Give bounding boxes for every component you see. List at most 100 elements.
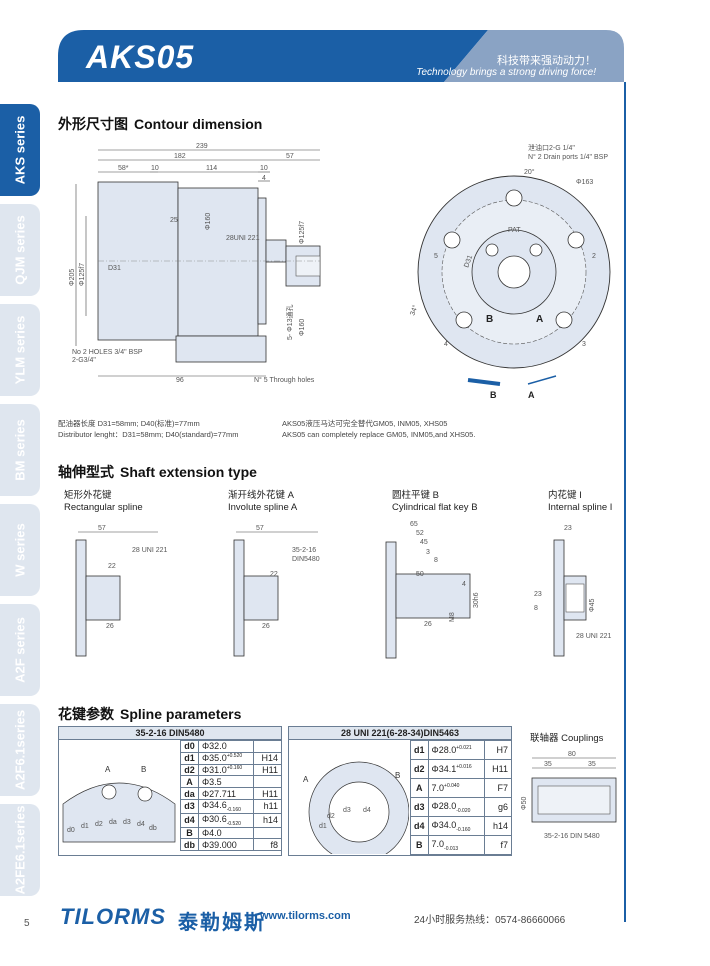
page-number: 5 [24, 918, 30, 929]
shaft-drawing-key: 65 52 45 3 8 50 4 30h6 M8 26 [385, 521, 480, 659]
svg-text:No 2 HOLES 3/4" BSP: No 2 HOLES 3/4" BSP [72, 349, 143, 356]
svg-text:182: 182 [174, 153, 186, 160]
svg-text:d2: d2 [95, 821, 103, 828]
svg-text:Φ160: Φ160 [299, 319, 306, 336]
slogan-cn: 科技带来强动动力！ [497, 55, 596, 67]
svg-text:Φ125f7: Φ125f7 [299, 221, 306, 244]
sidebar-item-qjm[interactable]: QJM series [0, 204, 40, 296]
spline-figure-din5463: A B d1 d2 d3 d4 [303, 761, 409, 854]
svg-text:28 UNI 221: 28 UNI 221 [576, 633, 612, 640]
svg-text:d4: d4 [137, 821, 145, 828]
svg-text:28UNI 221: 28UNI 221 [226, 235, 260, 242]
table-header-din5480: 35-2-16 DIN5480 [58, 726, 282, 740]
sidebar-item-bm[interactable]: BM series [0, 404, 40, 496]
svg-text:Φ160: Φ160 [205, 213, 212, 230]
svg-text:Φ50: Φ50 [521, 797, 528, 810]
svg-text:d1: d1 [81, 823, 89, 830]
svg-text:26: 26 [424, 621, 432, 628]
coupling-drawing: 80 35 35 Φ50 35-2-16 DIN 5480 [521, 751, 617, 840]
svg-text:d2: d2 [327, 813, 335, 820]
sidebar-item-w[interactable]: W series [0, 504, 40, 596]
brand-logo-cn: 泰勒姆斯 [178, 912, 266, 934]
svg-text:M8: M8 [449, 612, 456, 622]
svg-text:96: 96 [176, 377, 184, 384]
svg-text:57: 57 [286, 153, 294, 160]
contour-front-view: 泄油口2-G 1/4" N° 2 Drain ports 1/4" BSP 20… [408, 143, 611, 400]
shaft-drawing-involute: 57 35-2-16 DIN5480 22 26 [233, 525, 320, 657]
svg-text:d3: d3 [123, 819, 131, 826]
service-hotline: 24小时服务热线：0574-86660066 [414, 915, 566, 926]
spline-figure-din5480: A B d0 d1 d2 da d3 d4 db [62, 765, 176, 843]
svg-text:20°: 20° [524, 168, 535, 176]
contour-side-view: 239 182 57 58* 10 114 10 4 25 Φ160 28UNI… [69, 143, 321, 384]
svg-text:d0: d0 [67, 827, 75, 834]
sidebar-item-a2f61[interactable]: A2F6.1series [0, 704, 40, 796]
page-border-line [624, 82, 626, 922]
svg-text:22: 22 [108, 563, 116, 570]
brand-logo: TILORMS [60, 904, 166, 929]
svg-text:22: 22 [270, 571, 278, 578]
sidebar-item-aks[interactable]: AKS series [0, 104, 40, 196]
svg-text:泄油口2-G 1/4": 泄油口2-G 1/4" [528, 143, 575, 152]
svg-text:3: 3 [582, 341, 586, 348]
table-header-din5463: 28 UNI 221(6-28-34)DIN5463 [288, 726, 512, 740]
sidebar-item-a2f[interactable]: A2F series [0, 604, 40, 696]
svg-text:35-2-16 DIN 5480: 35-2-16 DIN 5480 [544, 833, 600, 840]
svg-text:57: 57 [256, 525, 264, 532]
svg-text:4: 4 [262, 175, 266, 182]
svg-text:35-2-16: 35-2-16 [292, 547, 316, 554]
svg-text:45: 45 [420, 539, 428, 546]
svg-text:52: 52 [416, 530, 424, 537]
page-header: AKS05 科技带来强动动力！ Technology brings a stro… [58, 30, 624, 82]
sidebar-item-a2fe61[interactable]: A2FE6.1series [0, 804, 40, 896]
sidebar-item-ylm[interactable]: YLM series [0, 304, 40, 396]
svg-text:34°: 34° [408, 304, 419, 317]
svg-text:Φ205: Φ205 [69, 269, 76, 286]
svg-text:d4: d4 [363, 807, 371, 814]
svg-text:d3: d3 [343, 807, 351, 814]
svg-text:A: A [303, 775, 309, 784]
svg-text:10: 10 [260, 165, 268, 172]
svg-text:Φ163: Φ163 [576, 179, 593, 186]
couplings-title: 联轴器 Couplings [530, 733, 604, 744]
svg-text:B: B [395, 771, 400, 780]
svg-text:26: 26 [262, 623, 270, 630]
svg-text:B: B [490, 390, 497, 400]
svg-text:DIN5480: DIN5480 [292, 556, 320, 563]
svg-text:2-G3/4": 2-G3/4" [72, 357, 96, 364]
svg-text:35: 35 [588, 761, 596, 768]
svg-text:50: 50 [416, 571, 424, 578]
svg-text:A: A [105, 765, 111, 774]
svg-text:d1: d1 [319, 823, 327, 830]
shaft-drawing-rect: 57 28 UNI 221 22 26 [75, 525, 168, 657]
website-link[interactable]: www.tilorms.com [260, 910, 351, 922]
svg-text:5: 5 [434, 253, 438, 260]
svg-text:da: da [109, 819, 117, 826]
svg-text:Φ125f7: Φ125f7 [79, 263, 86, 286]
distributor-note: 配油器长度 D31=58mm; D40(标准)=77mm Distributor… [58, 419, 239, 439]
svg-text:239: 239 [196, 143, 208, 150]
svg-text:23: 23 [534, 591, 542, 598]
svg-text:4: 4 [462, 581, 466, 588]
svg-text:28 UNI 221: 28 UNI 221 [132, 547, 168, 554]
svg-text:D31: D31 [463, 254, 474, 269]
svg-text:57: 57 [98, 525, 106, 532]
svg-text:80: 80 [568, 751, 576, 758]
svg-text:26: 26 [106, 623, 114, 630]
svg-text:30h6: 30h6 [473, 592, 480, 608]
